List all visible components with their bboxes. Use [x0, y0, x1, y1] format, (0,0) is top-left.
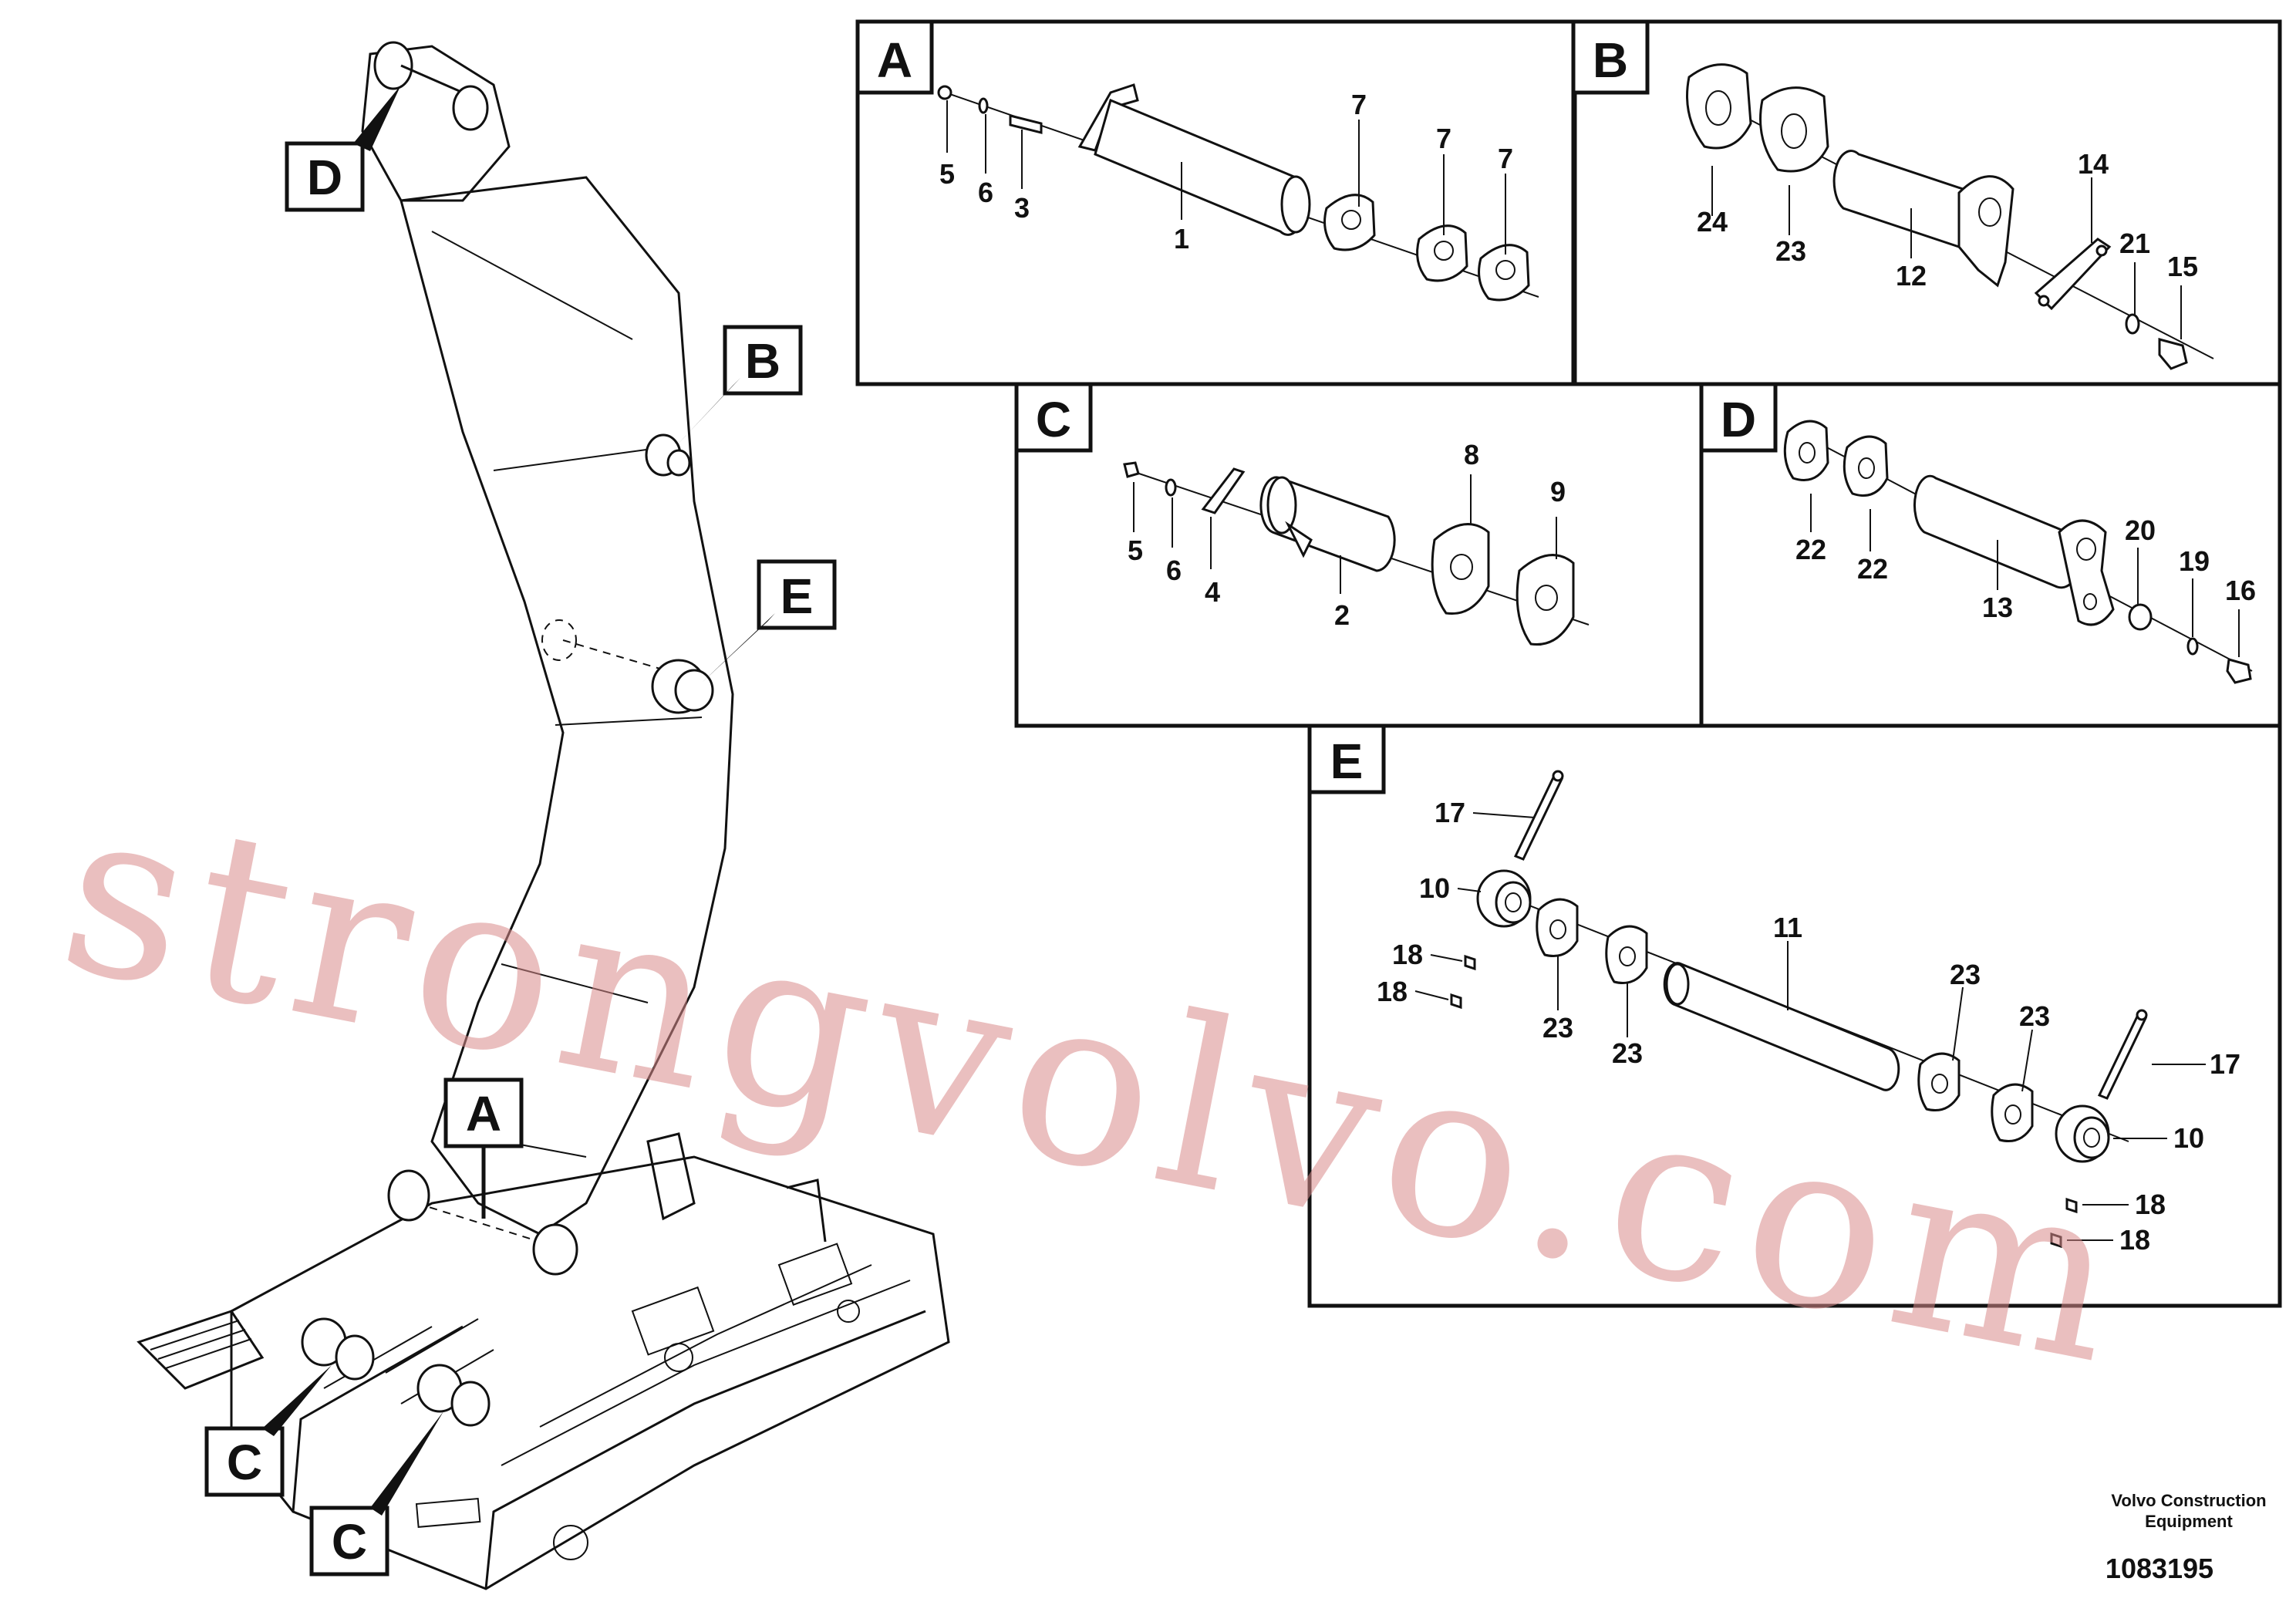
callout-C-left: C	[204, 1365, 332, 1497]
part-label-24: 24	[1697, 206, 1728, 238]
part-label-18: 18	[1392, 939, 1423, 970]
part-label-1: 1	[1174, 223, 1189, 255]
part-label-3: 3	[1014, 192, 1030, 224]
part-label-22: 22	[1795, 534, 1826, 565]
part-label-7: 7	[1351, 89, 1367, 120]
panel-B-tag: B	[1593, 32, 1628, 88]
part-label-23: 23	[1542, 1012, 1573, 1044]
part-label-15: 15	[2167, 251, 2198, 282]
drawing-number: 1083195	[2106, 1553, 2213, 1584]
part-label-10: 10	[1419, 872, 1450, 904]
callout-E: E	[702, 559, 837, 683]
part-label-23: 23	[2019, 1000, 2050, 1032]
part-label-10: 10	[2173, 1122, 2204, 1154]
part-label-17: 17	[2210, 1048, 2240, 1080]
part-label-6: 6	[978, 177, 993, 208]
part-label-18: 18	[1377, 976, 1408, 1007]
panel-C: C 5 6 4 2 8 9	[1014, 382, 1704, 728]
panel-E: E	[1307, 723, 2282, 1308]
callout-C-right-label: C	[332, 1514, 367, 1570]
part-label-11: 11	[1773, 912, 1802, 943]
company-name-line2: Equipment	[2145, 1512, 2233, 1531]
callout-D-label: D	[307, 150, 342, 205]
callout-D: D	[285, 85, 401, 212]
part-label-20: 20	[2125, 514, 2156, 546]
callout-A: A	[443, 1077, 524, 1219]
panel-D-tag: D	[1721, 392, 1756, 447]
part-label-8: 8	[1464, 439, 1479, 470]
callout-B: B	[675, 325, 803, 447]
part-label-6: 6	[1166, 555, 1182, 586]
part-label-5: 5	[939, 158, 955, 190]
part-label-4: 4	[1205, 576, 1220, 608]
part-label-2: 2	[1334, 599, 1350, 631]
panel-B: B 24 23 12 14 21 15	[1571, 19, 2282, 386]
part-label-19: 19	[2179, 545, 2210, 577]
part-label-18: 18	[2135, 1189, 2166, 1220]
part-label-18: 18	[2119, 1224, 2150, 1256]
panel-E-tag: E	[1330, 733, 1364, 789]
part-label-17: 17	[1435, 797, 1465, 828]
callout-C-right: C	[309, 1411, 443, 1576]
part-label-16: 16	[2225, 575, 2256, 606]
part-label-12: 12	[1896, 260, 1927, 292]
part-label-14: 14	[2078, 148, 2109, 180]
part-label-21: 21	[2119, 228, 2150, 259]
panel-A-tag: A	[877, 32, 912, 88]
callout-E-label: E	[781, 568, 814, 624]
part-label-7: 7	[1498, 143, 1513, 174]
part-label-23: 23	[1775, 235, 1806, 267]
callout-C-left-label: C	[227, 1435, 262, 1490]
panel-D: D 22 22 13 20 19 16	[1699, 382, 2282, 728]
company-name-line1: Volvo Construction	[2111, 1491, 2266, 1510]
part-label-7: 7	[1436, 123, 1451, 154]
panel-C-tag: C	[1036, 392, 1071, 447]
part-label-5: 5	[1128, 534, 1143, 566]
panel-A: A 5 6 3 1 7 7 7	[855, 19, 1577, 386]
footer: Volvo Construction Equipment 1083195	[2106, 1491, 2267, 1584]
part-label-9: 9	[1550, 476, 1566, 508]
callout-A-label: A	[466, 1086, 501, 1141]
part-label-13: 13	[1982, 592, 2013, 623]
callout-B-label: B	[745, 333, 781, 389]
part-label-23: 23	[1612, 1037, 1643, 1069]
part-label-22: 22	[1857, 553, 1888, 585]
watermark-text: strongvolvo.com	[43, 754, 2149, 1417]
part-label-23: 23	[1950, 959, 1981, 990]
